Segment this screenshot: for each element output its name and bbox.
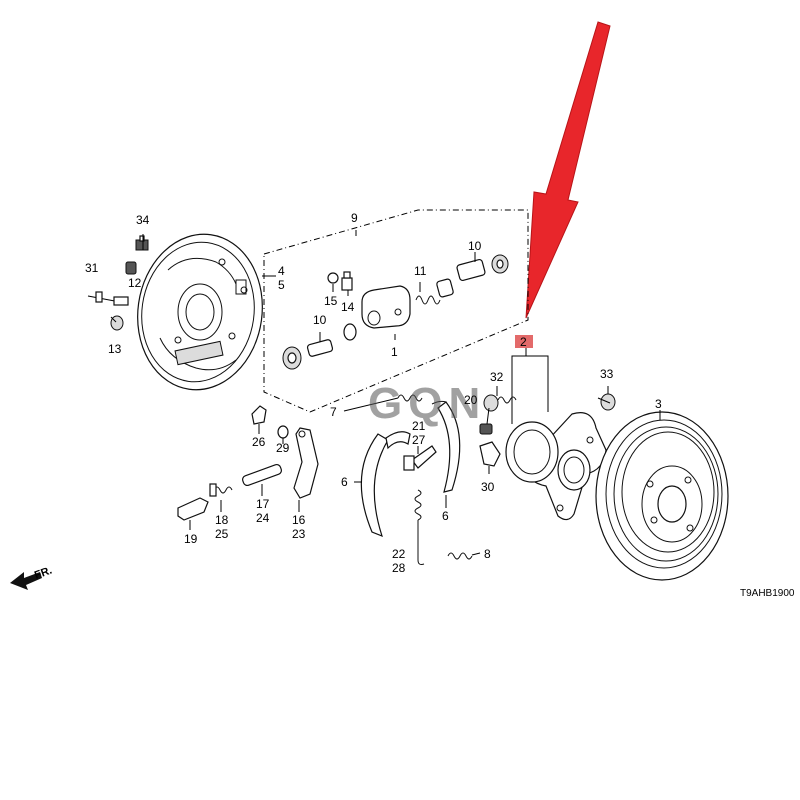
- callout-8: 8: [484, 547, 491, 561]
- callout-14: 14: [341, 300, 355, 314]
- callout-30: 30: [481, 480, 495, 494]
- callout-10-right: 10: [468, 239, 482, 253]
- watermark-text: GQN: [368, 379, 486, 428]
- wheel-cylinder-group-outline: [263, 209, 529, 413]
- brake-shoe-left: [360, 431, 411, 538]
- callout-3: 3: [655, 397, 662, 411]
- callout-9: 9: [351, 211, 358, 225]
- boot-10-right: [491, 254, 509, 274]
- brake-drum: [595, 411, 729, 581]
- backing-plate: [137, 233, 263, 391]
- spring-8: [447, 552, 481, 560]
- callout-2: 2: [520, 335, 527, 349]
- callout-18: 18: [215, 513, 229, 527]
- callout-26: 26: [252, 435, 266, 449]
- front-direction-marker: FR.: [10, 564, 54, 590]
- callout-15: 15: [324, 294, 338, 308]
- callout-17: 17: [256, 497, 270, 511]
- hub-bolt-32: [483, 394, 517, 412]
- clip-26: [251, 405, 267, 425]
- callout-10-left: 10: [313, 313, 327, 327]
- strut-17-24: [242, 463, 282, 487]
- cup-right: [436, 278, 454, 298]
- boot-10-left: [282, 346, 302, 370]
- callout-21: 21: [412, 419, 426, 433]
- callout-11: 11: [414, 264, 427, 278]
- callout-12: 12: [128, 276, 142, 290]
- reference-code: T9AHB1900: [740, 588, 795, 599]
- screw-20: [479, 423, 493, 435]
- pin-7: [343, 394, 423, 412]
- callout-31: 31: [85, 261, 99, 275]
- callout-32: 32: [490, 370, 504, 384]
- callout-16: 16: [292, 513, 306, 527]
- highlight-arrow: [525, 21, 611, 319]
- callout-1: 1: [391, 345, 398, 359]
- callout-19: 19: [184, 532, 198, 546]
- bleeder-14: [341, 271, 353, 291]
- callout-2-highlight: [515, 335, 533, 348]
- stud-31: [87, 291, 129, 306]
- adjuster-19: [177, 497, 209, 521]
- callout-13: 13: [108, 342, 122, 356]
- callout-22: 22: [392, 547, 406, 561]
- callout-20: 20: [464, 393, 478, 407]
- callout-5: 5: [278, 278, 285, 292]
- callout-33: 33: [600, 367, 614, 381]
- plug-12: [125, 261, 137, 275]
- callout-24: 24: [256, 511, 270, 525]
- return-spring-22-28: [414, 489, 425, 565]
- callout-6-right: 6: [442, 509, 449, 523]
- hub-bolt-33: [597, 393, 616, 411]
- piston-10-right: [456, 258, 486, 282]
- adjuster-18-25: [209, 483, 233, 497]
- callout-23: 23: [292, 527, 306, 541]
- brake-shoe-right: [431, 400, 461, 493]
- hub-bearing-assembly: [505, 412, 607, 521]
- callout-4: 4: [278, 264, 285, 278]
- front-marker-label: FR.: [33, 564, 54, 581]
- callout-6-left: 6: [341, 475, 348, 489]
- callout-34: 34: [136, 213, 150, 227]
- callout-25: 25: [215, 527, 229, 541]
- callout-7: 7: [330, 405, 337, 419]
- bleeder-15: [327, 272, 339, 284]
- callout-28: 28: [392, 561, 406, 575]
- spring-11: [415, 295, 441, 305]
- cup-left: [343, 323, 357, 341]
- clip-30: [479, 441, 501, 467]
- callout-29: 29: [276, 441, 290, 455]
- callout-27: 27: [412, 433, 426, 447]
- callout-labels: 34 31 12 13 4 5 9 10 10 11 15 14 1 2 32 …: [85, 211, 662, 575]
- adjuster-21-27: [403, 445, 437, 471]
- wheel-cylinder-body: [361, 285, 411, 329]
- bolt-34: [135, 235, 149, 251]
- piston-10-left: [306, 339, 334, 357]
- washer-29: [277, 425, 289, 439]
- lever-16-23: [293, 427, 319, 499]
